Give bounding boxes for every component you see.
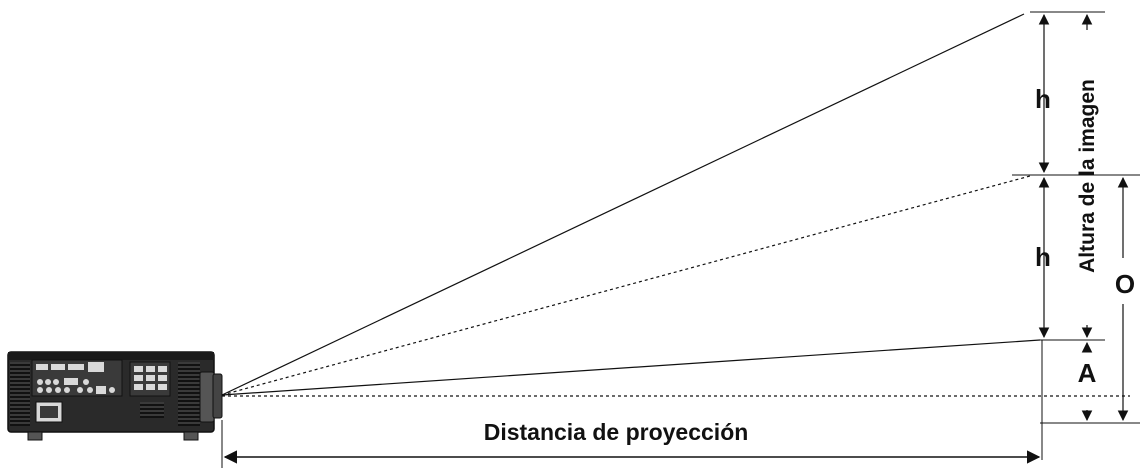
offset-a-label: A xyxy=(1078,358,1097,388)
projection-ray-top xyxy=(221,13,1025,396)
projection-ray-middle xyxy=(221,175,1031,396)
h-upper-label: h xyxy=(1035,84,1051,114)
image-height-label: Altura de la imagen xyxy=(1076,79,1099,273)
projection-ray-bottom xyxy=(221,339,1041,396)
h-lower-label: h xyxy=(1035,242,1051,272)
throw-distance-label: Distancia de proyección xyxy=(484,419,749,445)
projector-icon xyxy=(7,351,223,441)
offset-o-label: O xyxy=(1115,269,1135,299)
